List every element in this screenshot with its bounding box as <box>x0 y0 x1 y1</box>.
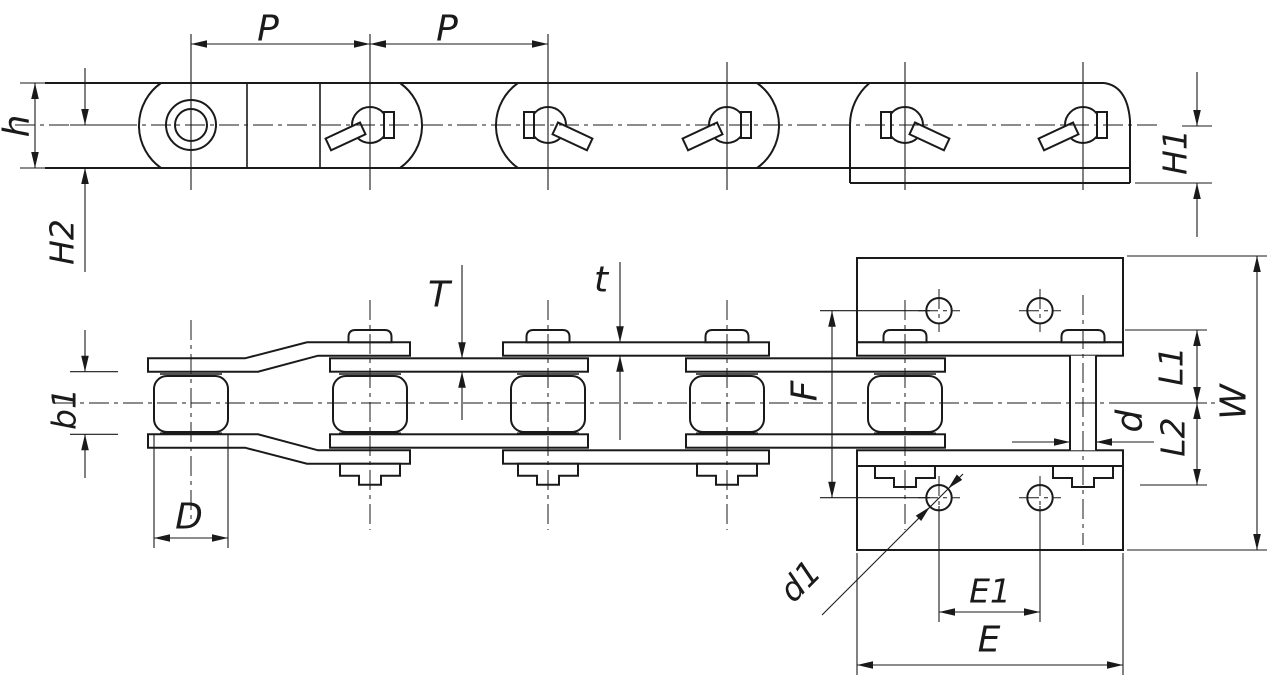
dim-label-F: F <box>785 379 826 401</box>
dim-label-L2: L2 <box>1154 417 1193 456</box>
base-geometry <box>45 82 1131 184</box>
dim-label-d1: d1 <box>771 552 828 609</box>
dim-label-H1: H1 <box>1156 129 1195 175</box>
dimensions <box>20 34 1267 675</box>
dim-label-d: d <box>1110 408 1151 432</box>
dim-label-D: D <box>175 497 203 538</box>
dim-label-t: t <box>594 260 610 301</box>
dim-label-W: W <box>1214 383 1255 420</box>
dim-label-P-right: P <box>436 9 458 50</box>
dim-label-h: h <box>0 115 38 138</box>
dim-label-H2: H2 <box>43 219 82 265</box>
centerlines <box>15 124 1215 545</box>
dim-label-E: E <box>978 620 1001 661</box>
dim-label-P-left: P <box>257 9 279 50</box>
dim-label-T: T <box>428 275 453 316</box>
dim-label-b1: b1 <box>45 388 84 430</box>
dim-label-L1: L1 <box>1152 346 1191 385</box>
dim-label-E1: E1 <box>969 572 1011 611</box>
